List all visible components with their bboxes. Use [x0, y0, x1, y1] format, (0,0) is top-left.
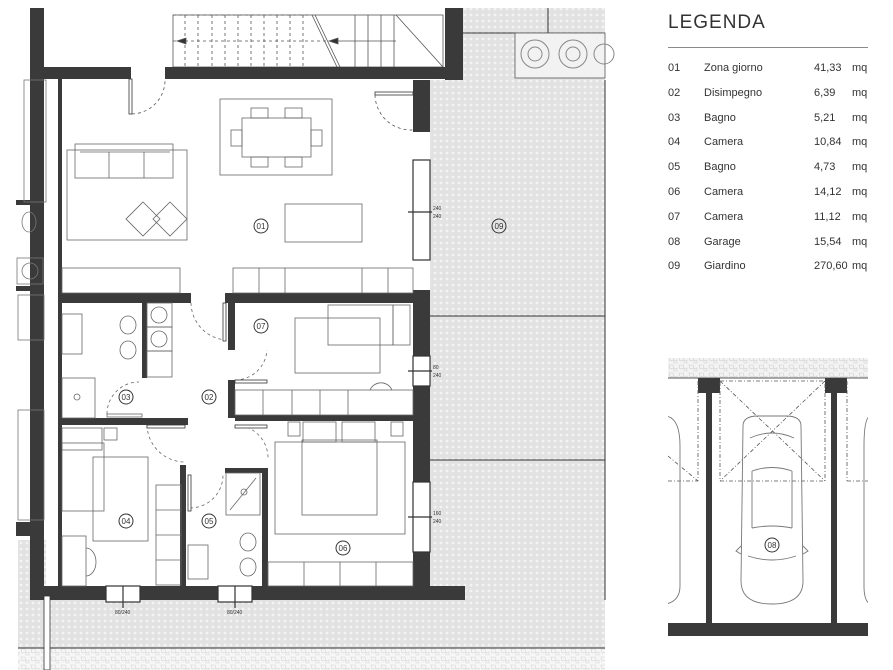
legend-area: 14,12: [814, 185, 842, 198]
legend-num: 08: [668, 235, 681, 248]
room-label-06: 06: [339, 544, 348, 553]
legend-area: 4,73: [814, 161, 836, 174]
legend-unit: mq: [852, 235, 868, 248]
car-icon: [668, 415, 868, 605]
legend-name: Camera: [704, 210, 744, 223]
window-dim-bed07-top: 80: [433, 365, 439, 371]
room-label-02: 02: [205, 393, 214, 402]
room-label-07: 07: [257, 322, 266, 331]
bedroom-07-furniture: [234, 304, 414, 416]
legend-unit: mq: [852, 210, 868, 223]
room-label-01: 01: [257, 222, 266, 231]
staircase: [172, 14, 444, 68]
legend-unit: mq: [852, 86, 868, 99]
bedroom-06-furniture: [267, 421, 414, 587]
legend-num: 09: [668, 260, 681, 273]
legend-num: 07: [668, 210, 681, 223]
entrance-door: [128, 78, 414, 131]
legend-area: 270,60: [814, 260, 848, 273]
bathroom-05-fixtures: [187, 472, 261, 580]
legend-num: 03: [668, 111, 681, 124]
legend-name: Garage: [704, 235, 741, 248]
room-label-09: 09: [495, 222, 504, 231]
legend-row: 02 Disimpegno 6,39 mq: [668, 81, 888, 106]
windows: [105, 159, 432, 608]
legend-area: 41,33: [814, 62, 842, 74]
room-labels: [118, 218, 507, 556]
legend-divider: [668, 47, 868, 48]
window-dim-bed06-top: 160: [433, 511, 442, 517]
legend-area: 5,21: [814, 111, 836, 124]
legend-row: 06 Camera 14,12 mq: [668, 180, 888, 205]
neighbour-fixtures: [16, 79, 51, 670]
walls: [16, 8, 465, 600]
legend-name: Camera: [704, 185, 744, 198]
window-dim-living-bottom: 240: [433, 214, 442, 220]
room-label-03: 03: [122, 393, 131, 402]
room-label-05: 05: [205, 517, 214, 526]
window-dimension-labels: 240 240 80 240 160 240 80/240 80/240: [115, 206, 442, 616]
legend-num: 02: [668, 86, 681, 99]
legend-row: 09 Giardino 270,60 mq: [668, 254, 888, 279]
legend-unit: mq: [852, 260, 868, 273]
room-label-08: 08: [768, 541, 777, 550]
bathroom-03-fixtures: [61, 302, 173, 419]
legend-title: LEGENDA: [668, 12, 766, 33]
legend-unit: mq: [852, 111, 868, 124]
window-dim-living-top: 240: [433, 206, 442, 212]
room-label-04: 04: [122, 517, 131, 526]
legend-unit: mq: [852, 161, 868, 174]
window-dim-bed07-bottom: 240: [433, 373, 442, 379]
bedroom-04-furniture: [61, 427, 182, 587]
legend-row: 03 Bagno 5,21 mq: [668, 106, 888, 131]
legend-row: 05 Bagno 4,73 mq: [668, 155, 888, 180]
legend-area: 15,54: [814, 235, 842, 248]
legend-num: 05: [668, 161, 681, 174]
legend-name: Camera: [704, 136, 744, 149]
corridor-doors: [146, 302, 269, 512]
garage-door-swing: [668, 380, 868, 482]
legend-row: 01 Zona giorno 41,33 mq: [668, 56, 888, 81]
legend-row: 04 Camera 10,84 mq: [668, 130, 888, 155]
legend-row: 07 Camera 11,12 mq: [668, 205, 888, 230]
legend-area: 6,39: [814, 86, 836, 99]
legend-name: Bagno: [704, 111, 736, 124]
legend-area: 10,84: [814, 136, 842, 149]
legend: LEGENDA 01 Zona giorno 41,33 mq 02 Disim…: [668, 0, 888, 279]
legend-name: Disimpegno: [704, 86, 763, 99]
window-dim-bed06-bottom: 240: [433, 519, 442, 525]
window-dim-bed04: 80/240: [115, 610, 131, 616]
garden-area: [18, 8, 606, 670]
legend-name: Bagno: [704, 161, 736, 174]
living-furniture: [61, 98, 414, 294]
legend-unit: mq: [852, 136, 868, 149]
legend-name: Giardino: [704, 260, 746, 273]
window-dim-bath05: 80/240: [227, 610, 243, 616]
legend-row: 08 Garage 15,54 mq: [668, 230, 888, 255]
legend-area: 11,12: [814, 210, 841, 223]
legend-num: 04: [668, 136, 681, 149]
floor-plan: 240 240 80 240 160 240 80/240 80/240 01 …: [16, 8, 615, 670]
garage-plan: 08: [668, 358, 868, 636]
legend-num: 01: [668, 62, 681, 74]
planter: [514, 32, 615, 79]
legend-name: Zona giorno: [704, 62, 763, 74]
legend-unit: mq: [852, 185, 868, 198]
legend-num: 06: [668, 185, 681, 198]
legend-unit: mq: [852, 62, 868, 74]
